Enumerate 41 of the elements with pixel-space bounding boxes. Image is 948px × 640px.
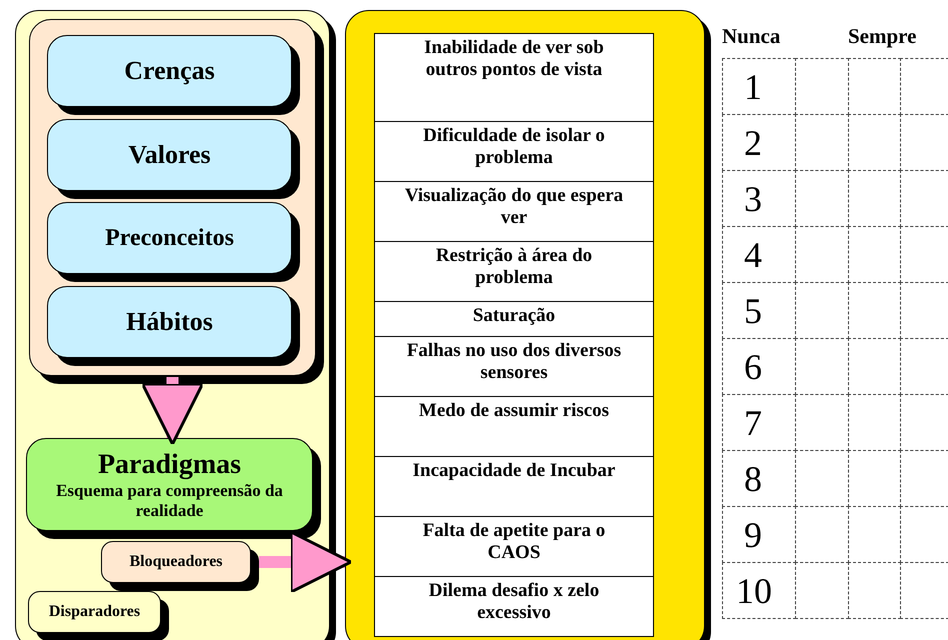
scale-label: Sempre bbox=[848, 24, 916, 49]
table-cell bbox=[374, 576, 654, 637]
box-heading: Paradigmas bbox=[96, 448, 242, 480]
table-cell bbox=[374, 241, 654, 302]
row-number: 2 bbox=[744, 122, 762, 164]
table-cell bbox=[374, 516, 654, 577]
cell-text: Visualização do que espera ver bbox=[404, 185, 624, 229]
box-label: Disparadores bbox=[48, 603, 140, 621]
box-label: Hábitos bbox=[126, 307, 213, 337]
row-number: 10 bbox=[736, 570, 772, 612]
box-label: Crenças bbox=[124, 56, 215, 86]
cell-text: Dificuldade de isolar o problema bbox=[422, 125, 606, 169]
table-cell bbox=[374, 33, 654, 122]
cell-text: Incapacidade de Incubar bbox=[412, 460, 616, 482]
cell-text: Inabilidade de ver sob outros pontos de vista bbox=[423, 37, 605, 81]
cell-text: Saturação bbox=[472, 305, 556, 327]
box-label: Esquema para compreensão da realidade bbox=[55, 480, 284, 520]
cell-text: Medo de assumir riscos bbox=[418, 400, 610, 422]
row-number: 3 bbox=[744, 178, 762, 220]
cell-text: Restrição à área do problema bbox=[434, 245, 594, 289]
row-number: 5 bbox=[744, 290, 762, 332]
box-label: Valores bbox=[128, 140, 211, 170]
box-label: Bloqueadores bbox=[129, 553, 223, 571]
table-cell bbox=[374, 121, 654, 182]
table-cell bbox=[374, 336, 654, 397]
cell-text: Falhas no uso dos diversos sensores bbox=[406, 340, 622, 384]
table-cell bbox=[374, 301, 654, 337]
table-cell bbox=[374, 396, 654, 457]
box-label: Preconceitos bbox=[105, 224, 234, 252]
table-cell bbox=[374, 181, 654, 242]
cell-text: Falta de apetite para o CAOS bbox=[422, 520, 606, 564]
arrow bbox=[141, 377, 204, 446]
row-number: 6 bbox=[744, 346, 762, 388]
row-number: 8 bbox=[744, 458, 762, 500]
table-cell bbox=[374, 456, 654, 517]
row-number: 1 bbox=[744, 66, 762, 108]
row-number: 9 bbox=[744, 514, 762, 556]
cell-text: Dilema desafio x zelo excessivo bbox=[428, 580, 600, 624]
row-number: 7 bbox=[744, 402, 762, 444]
scale-label: Nunca bbox=[722, 24, 780, 49]
row-number: 4 bbox=[744, 234, 762, 276]
